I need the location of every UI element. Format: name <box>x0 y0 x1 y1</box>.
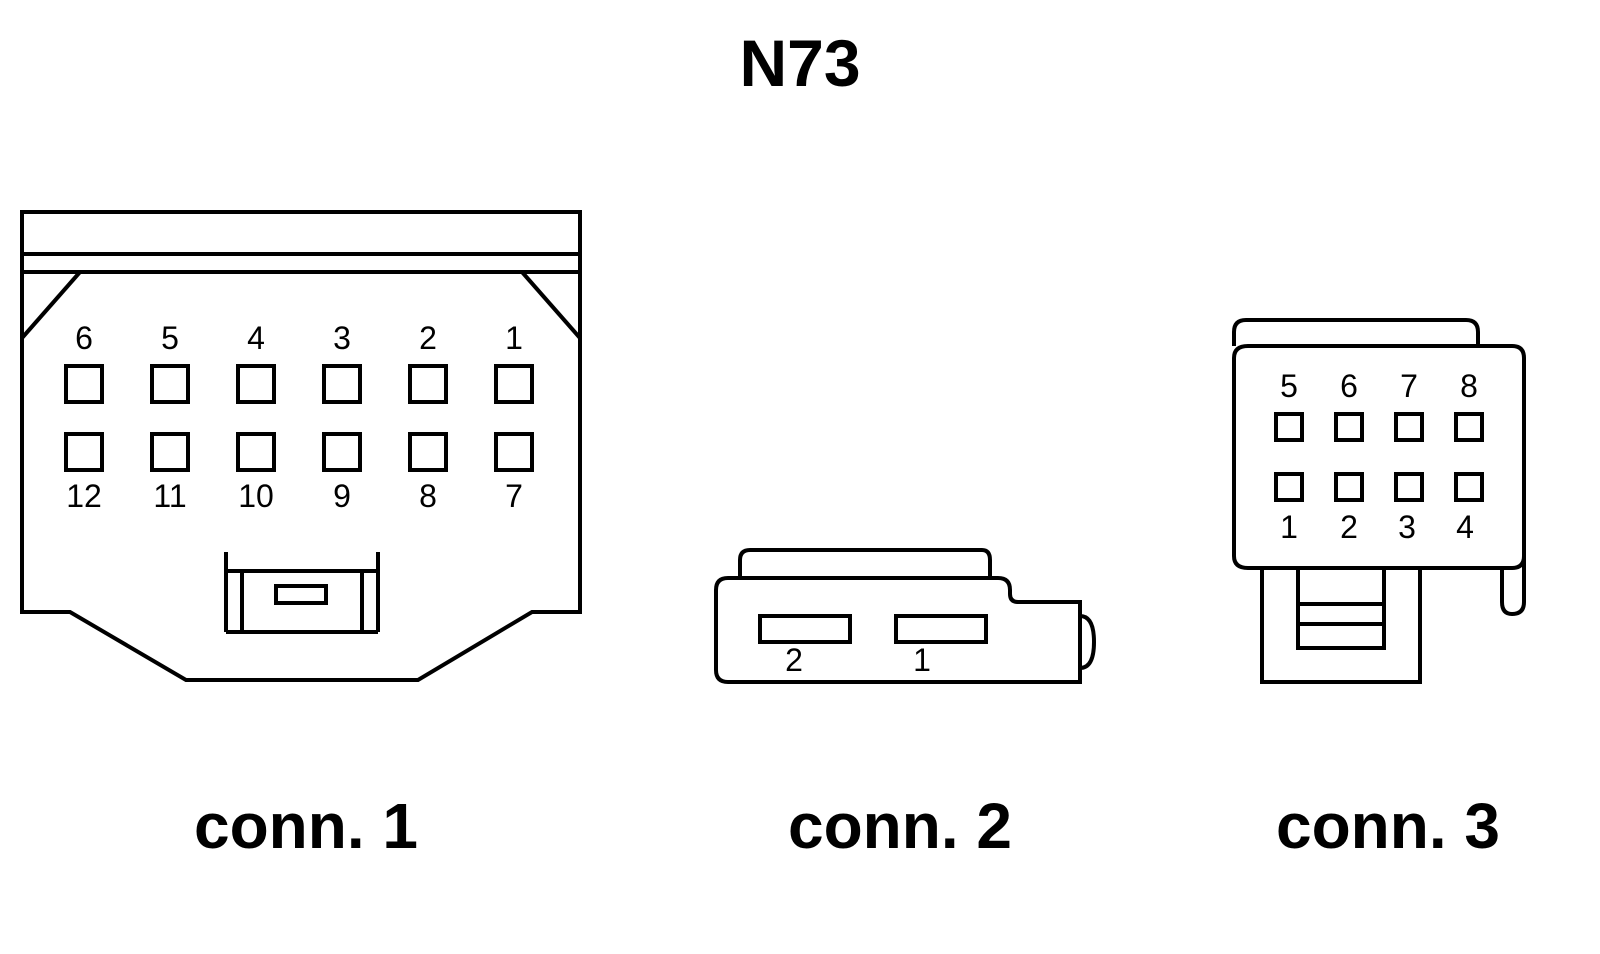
connector-3-clip <box>1500 556 1526 617</box>
pin-number: 8 <box>419 478 437 514</box>
pin-socket <box>1394 412 1424 442</box>
connector-1-label: conn. 1 <box>194 790 418 862</box>
pin-number: 3 <box>1398 509 1416 545</box>
connector-1-latch <box>224 552 380 634</box>
pin-number: 6 <box>75 320 93 356</box>
pin-socket <box>64 364 104 404</box>
connector-2-terminal <box>758 614 852 644</box>
pin-number: 7 <box>505 478 523 514</box>
connector-2-side-latch <box>1079 614 1097 670</box>
pin-number: 2 <box>785 642 803 678</box>
pin-socket <box>1454 472 1484 502</box>
connector-2-terminal <box>894 614 988 644</box>
pin-socket <box>236 432 276 472</box>
pin-number: 1 <box>505 320 523 356</box>
pin-socket <box>408 432 448 472</box>
pin-number: 1 <box>913 642 931 678</box>
connector-2-label: conn. 2 <box>788 790 1012 862</box>
pin-socket <box>64 432 104 472</box>
pin-number: 9 <box>333 478 351 514</box>
connector-2: 2 1 <box>714 548 1097 684</box>
pin-socket <box>236 364 276 404</box>
connector-3-label: conn. 3 <box>1276 790 1500 862</box>
pin-socket <box>494 364 534 404</box>
connector-1-chamfer-left <box>20 270 82 340</box>
pin-number: 2 <box>419 320 437 356</box>
connector-3-back-tab <box>1232 318 1480 346</box>
pin-socket <box>1334 472 1364 502</box>
connector-2-body <box>714 576 1082 684</box>
connector-2-top-latch <box>738 548 992 578</box>
connector-1-chamfer-right <box>520 270 582 340</box>
connector-1: 6 5 4 3 2 1 12 11 10 9 8 7 <box>20 210 582 682</box>
pin-number: 10 <box>238 478 274 514</box>
connector-3-body <box>1232 344 1526 570</box>
pin-socket <box>150 432 190 472</box>
pin-socket <box>150 364 190 404</box>
pin-socket <box>1454 412 1484 442</box>
pin-socket <box>408 364 448 404</box>
pin-socket <box>494 432 534 472</box>
pin-number: 5 <box>1280 368 1298 404</box>
pin-socket <box>322 432 362 472</box>
pin-number: 1 <box>1280 509 1298 545</box>
pin-socket <box>1274 472 1304 502</box>
connector-3: 5 6 7 8 1 2 3 4 <box>1232 318 1526 684</box>
pin-number: 8 <box>1460 368 1478 404</box>
pin-socket <box>1334 412 1364 442</box>
pin-socket <box>322 364 362 404</box>
pin-number: 3 <box>333 320 351 356</box>
diagram-title: N73 <box>739 26 860 100</box>
pin-number: 7 <box>1400 368 1418 404</box>
pin-number: 11 <box>153 478 186 514</box>
connector-1-body <box>20 210 582 682</box>
pin-number: 12 <box>66 478 102 514</box>
pin-socket <box>1394 472 1424 502</box>
pin-number: 4 <box>247 320 265 356</box>
connector-3-lock-housing <box>1260 568 1422 684</box>
pin-number: 4 <box>1456 509 1474 545</box>
pin-number: 6 <box>1340 368 1358 404</box>
pin-socket <box>1274 412 1304 442</box>
pin-number: 2 <box>1340 509 1358 545</box>
pin-number: 5 <box>161 320 179 356</box>
